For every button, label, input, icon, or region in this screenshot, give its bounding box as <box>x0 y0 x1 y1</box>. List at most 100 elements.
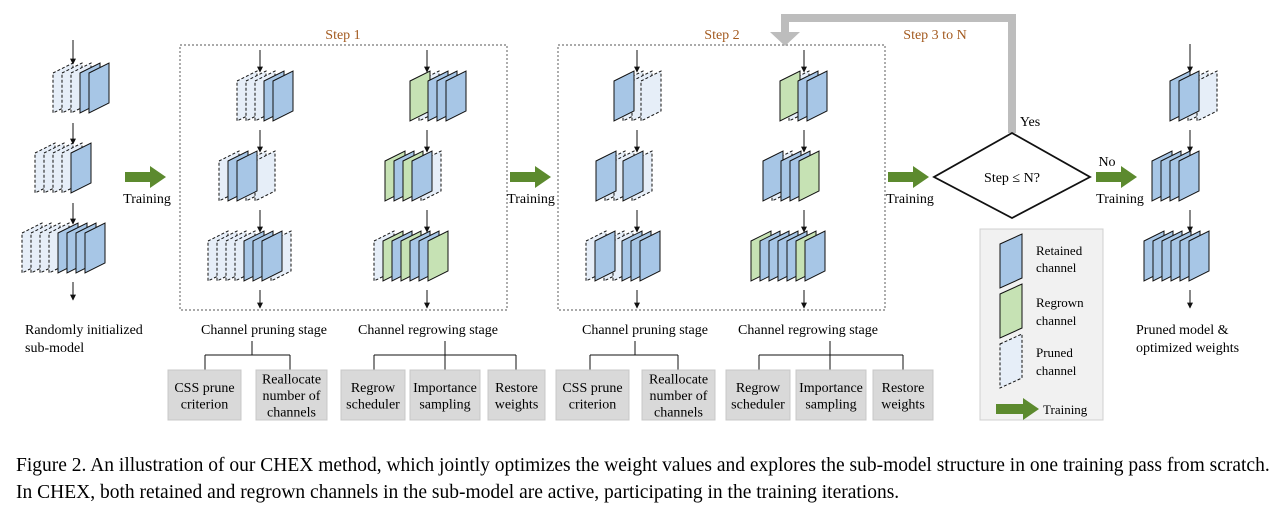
pruned-channel <box>1196 70 1218 122</box>
box-line: Importance <box>413 381 477 396</box>
box-line: number of <box>650 389 708 404</box>
svg-text:channel: channel <box>1036 260 1077 275</box>
stack-s1r-2 <box>384 150 442 202</box>
training-arrow-1: Training <box>123 166 171 207</box>
channel-stacks <box>21 62 1218 282</box>
box-line: Reallocate <box>649 373 708 388</box>
figure-caption: Figure 2. An illustration of our CHEX me… <box>16 455 1270 503</box>
stack-random-3 <box>21 222 106 274</box>
retained-channel <box>272 70 294 122</box>
box-line: criterion <box>181 397 228 412</box>
stack-s2p-1 <box>613 70 662 122</box>
retained-channel <box>236 150 258 202</box>
step3-label: Step 3 to N <box>903 28 966 43</box>
stack-s1p-1 <box>236 70 294 122</box>
stack-final-3 <box>1143 230 1210 282</box>
box-line: scheduler <box>346 397 400 412</box>
box-line: Regrow <box>351 381 396 396</box>
retained-channel <box>70 142 92 194</box>
pruned-channel <box>640 70 662 122</box>
legend: Retained channel Regrown channel Pruned … <box>979 228 1104 421</box>
feedback-arrowhead <box>770 32 800 46</box>
box-line: CSS prune <box>174 381 234 396</box>
pruning-stage-label-2: Channel pruning stage <box>582 323 708 338</box>
feedback-loop <box>781 14 1016 133</box>
flow-arrows <box>70 40 1193 309</box>
retained-channel <box>261 230 283 282</box>
svg-text:Training: Training <box>886 192 934 207</box>
stack-s2p-3 <box>585 230 661 282</box>
box-line: Reallocate <box>262 373 321 388</box>
box-line: Restore <box>882 381 925 396</box>
svg-text:No: No <box>1098 155 1115 170</box>
legend-retained-swatch <box>999 233 1023 289</box>
svg-text:Retained: Retained <box>1036 243 1083 258</box>
stack-s2r-2 <box>762 150 820 202</box>
pruning-stage-label-1: Channel pruning stage <box>201 323 327 338</box>
stack-random-2 <box>34 142 92 194</box>
box-line: channels <box>654 406 703 421</box>
random-submodel-label-2: sub-model <box>25 341 84 356</box>
yes-label: Yes <box>1020 115 1040 130</box>
retained-channel <box>639 230 661 282</box>
stack-s2p-2 <box>595 150 653 202</box>
svg-text:channel: channel <box>1036 363 1077 378</box>
pruned-channel <box>254 150 276 202</box>
svg-text:Training: Training <box>1043 402 1088 417</box>
stack-s2r-3 <box>750 230 826 282</box>
random-submodel-label-1: Randomly initialized <box>25 323 143 338</box>
pruned-model-label-2: optimized weights <box>1136 341 1239 356</box>
legend-training-arrow <box>996 398 1039 420</box>
tree-connectors <box>204 341 904 370</box>
box-line: Restore <box>495 381 538 396</box>
regrown-channel <box>427 230 449 282</box>
legend-pruned-swatch <box>999 333 1023 389</box>
retained-channel <box>594 230 616 282</box>
stack-s2r-1 <box>779 70 828 122</box>
training-arrow-4: No Training <box>1096 155 1144 207</box>
retained-channel <box>411 150 433 202</box>
stack-final-1 <box>1169 70 1218 122</box>
box-line: CSS prune <box>562 381 622 396</box>
chex-diagram: Step 1 Step 2 Step 3 to N Training Train… <box>21 14 1239 421</box>
retained-channel <box>445 70 467 122</box>
svg-text:Pruned: Pruned <box>1036 345 1073 360</box>
box-line: weights <box>495 397 539 412</box>
box-line: scheduler <box>731 397 785 412</box>
retained-channel <box>88 62 110 114</box>
retained-channel <box>806 70 828 122</box>
retained-channel <box>622 150 644 202</box>
step1-label: Step 1 <box>325 28 360 43</box>
regrown-channel <box>798 150 820 202</box>
retained-channel <box>595 150 617 202</box>
retained-channel <box>1178 150 1200 202</box>
stack-final-2 <box>1151 150 1200 202</box>
retained-channel <box>84 222 106 274</box>
box-line: Importance <box>799 381 863 396</box>
retained-channel <box>1178 70 1200 122</box>
svg-text:Regrown: Regrown <box>1036 295 1084 310</box>
svg-text:Training: Training <box>1096 192 1144 207</box>
step2-label: Step 2 <box>704 28 739 43</box>
training-arrow-3: Training <box>886 166 934 207</box>
box-line: channels <box>267 406 316 421</box>
stack-s1p-2 <box>218 150 276 202</box>
box-line: sampling <box>419 397 470 412</box>
training-arrow-2: Training <box>507 166 555 207</box>
stack-s1r-1 <box>409 70 467 122</box>
stack-s1r-3 <box>373 230 449 282</box>
svg-text:Training: Training <box>123 192 171 207</box>
box-line: number of <box>263 389 321 404</box>
stack-random-1 <box>52 62 110 114</box>
legend-regrown-swatch <box>999 283 1023 339</box>
decision-text: Step ≤ N? <box>984 171 1040 186</box>
box-line: Regrow <box>736 381 781 396</box>
svg-text:channel: channel <box>1036 313 1077 328</box>
